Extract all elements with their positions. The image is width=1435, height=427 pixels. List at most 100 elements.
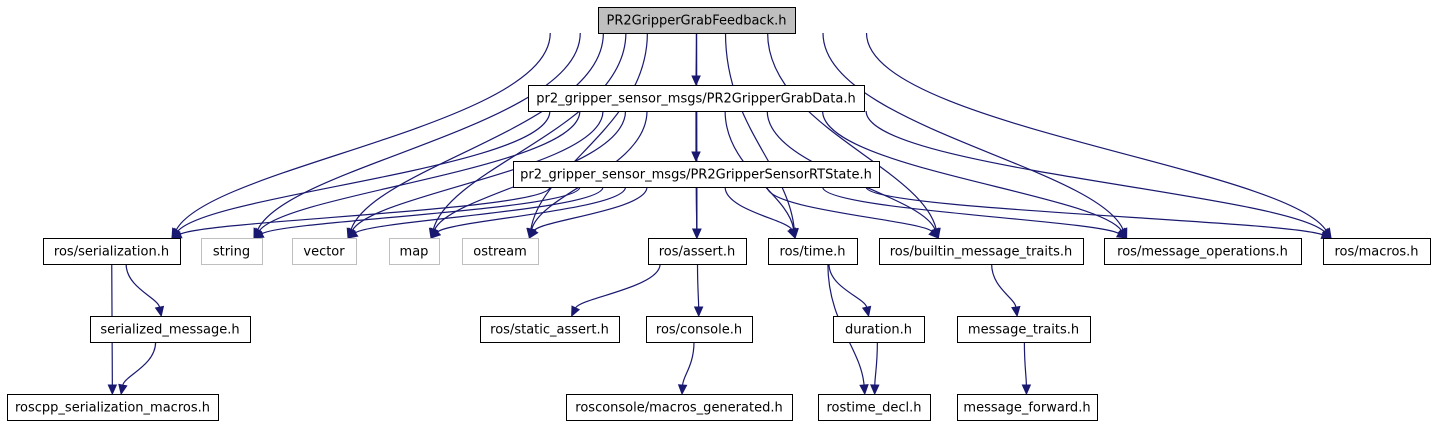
node-label-macrosgen: rosconsole/macros_generated.h xyxy=(575,401,782,416)
node-box-map xyxy=(389,238,440,265)
arrowhead-assert-to-staticassert xyxy=(571,305,581,318)
node-grabdata[interactable]: pr2_gripper_sensor_msgs/PR2GripperGrabDa… xyxy=(528,85,865,112)
node-serialization[interactable]: ros/serialization.h xyxy=(43,238,181,265)
edge-root-to-vector xyxy=(350,32,604,230)
node-roscppmacros[interactable]: roscpp_serialization_macros.h xyxy=(7,394,219,421)
edge-root-to-time xyxy=(724,32,795,230)
edge-rtstate-to-serialization xyxy=(179,186,551,235)
edge-root-to-map xyxy=(432,32,627,230)
node-box-sermsg xyxy=(90,316,251,343)
node-msgtraits[interactable]: message_traits.h xyxy=(957,316,1091,343)
node-label-rostimedecl: rostime_decl.h xyxy=(826,401,921,416)
node-box-assert xyxy=(648,238,747,265)
node-rostimedecl[interactable]: rostime_decl.h xyxy=(818,394,931,421)
node-box-msgtraits xyxy=(957,316,1091,343)
edge-rtstate-to-ostream xyxy=(533,186,648,231)
edge-grabdata-to-msgops xyxy=(822,110,1122,231)
edge-grabdata-to-vector xyxy=(351,110,604,231)
node-box-root xyxy=(598,7,796,34)
node-box-vector xyxy=(292,238,357,265)
edge-root-to-ostream xyxy=(530,32,648,230)
node-ostream[interactable]: ostream xyxy=(462,238,539,265)
node-label-msgops: ros/message_operations.h xyxy=(1117,245,1288,260)
edge-assert-to-staticassert xyxy=(575,263,661,309)
node-label-ostream: ostream xyxy=(473,245,527,260)
edge-serialization-to-sermsg xyxy=(125,263,161,308)
edge-rtstate-to-vector xyxy=(355,186,604,234)
edge-assert-to-console xyxy=(696,263,700,308)
node-label-assert: ros/assert.h xyxy=(659,245,736,260)
edge-rtstate-to-assert xyxy=(695,186,698,230)
edge-duration-to-rostimedecl xyxy=(874,341,878,386)
node-box-serialization xyxy=(43,238,181,265)
node-label-time: ros/time.h xyxy=(780,245,846,260)
node-string[interactable]: string xyxy=(201,238,263,265)
arrowhead-msgtraits-to-msgforward xyxy=(1021,384,1032,396)
nodes-layer: PR2GripperGrabFeedback.h pr2_gripper_sens… xyxy=(7,7,1431,421)
arrowhead-rtstate-to-serialization xyxy=(170,229,183,239)
node-label-roscppmacros: roscpp_serialization_macros.h xyxy=(15,401,210,416)
edge-rtstate-to-macros xyxy=(865,186,1323,236)
node-map[interactable]: map xyxy=(389,238,440,265)
node-label-string: string xyxy=(213,245,250,260)
node-label-msgtraits: message_traits.h xyxy=(968,323,1079,338)
edge-rtstate-to-time xyxy=(724,186,793,231)
node-box-macros xyxy=(1323,238,1431,265)
node-assert[interactable]: ros/assert.h xyxy=(648,238,747,265)
node-label-rtstate: pr2_gripper_sensor_msgs/PR2GripperSensor… xyxy=(520,168,872,183)
edge-console-to-macrosgen xyxy=(681,341,695,386)
node-box-macrosgen xyxy=(566,394,793,421)
node-label-staticassert: ros/static_assert.h xyxy=(490,323,609,338)
edge-time-to-duration xyxy=(828,263,868,308)
node-label-root: PR2GripperGrabFeedback.h xyxy=(607,14,787,29)
node-box-roscppmacros xyxy=(7,394,219,421)
edge-grabdata-to-serialization xyxy=(177,110,551,232)
arrowhead-root-to-grabdata xyxy=(691,75,701,87)
node-box-console xyxy=(646,316,753,343)
node-box-msgops xyxy=(1104,238,1302,265)
arrowhead-sermsg-to-roscppmacros xyxy=(118,383,128,396)
node-box-grabdata xyxy=(528,85,865,112)
edge-root-to-string xyxy=(257,32,581,231)
node-box-rtstate xyxy=(513,161,880,188)
node-time[interactable]: ros/time.h xyxy=(768,238,858,265)
node-msgops[interactable]: ros/message_operations.h xyxy=(1104,238,1302,265)
edge-sermsg-to-roscppmacros xyxy=(122,341,157,386)
node-duration[interactable]: duration.h xyxy=(833,316,925,343)
arrowhead-rtstate-to-vector xyxy=(346,228,359,239)
node-label-macros: ros/macros.h xyxy=(1334,245,1418,260)
node-console[interactable]: ros/console.h xyxy=(646,316,753,343)
edge-root-to-msgops xyxy=(822,32,1124,230)
node-sermsg[interactable]: serialized_message.h xyxy=(90,316,251,343)
arrowhead-rtstate-to-time xyxy=(787,227,797,240)
edge-grabdata-to-string xyxy=(258,110,581,232)
node-label-sermsg: serialized_message.h xyxy=(100,323,239,338)
node-rtstate[interactable]: pr2_gripper_sensor_msgs/PR2GripperSensor… xyxy=(513,161,880,188)
edge-rtstate-to-map xyxy=(437,186,627,233)
node-box-msgforward xyxy=(957,394,1098,421)
node-box-rostimedecl xyxy=(818,394,931,421)
node-msgforward[interactable]: message_forward.h xyxy=(957,394,1098,421)
arrowhead-rtstate-to-map xyxy=(430,228,442,239)
arrowhead-console-to-macrosgen xyxy=(677,384,688,396)
edge-rtstate-to-msgops xyxy=(822,186,1120,234)
node-label-duration: duration.h xyxy=(845,323,912,338)
arrowhead-rtstate-to-string xyxy=(252,229,265,239)
node-box-ostream xyxy=(462,238,539,265)
node-macros[interactable]: ros/macros.h xyxy=(1323,238,1431,265)
node-macrosgen[interactable]: rosconsole/macros_generated.h xyxy=(566,394,793,421)
node-box-time xyxy=(768,238,858,265)
node-label-serialization: ros/serialization.h xyxy=(54,245,169,260)
node-label-msgforward: message_forward.h xyxy=(963,401,1090,416)
node-label-console: ros/console.h xyxy=(656,323,742,338)
node-label-grabdata: pr2_gripper_sensor_msgs/PR2GripperGrabDa… xyxy=(536,92,855,107)
node-bmt[interactable]: ros/builtin_message_traits.h xyxy=(879,238,1084,265)
node-label-vector: vector xyxy=(303,245,345,260)
node-root[interactable]: PR2GripperGrabFeedback.h xyxy=(598,7,796,34)
node-staticassert[interactable]: ros/static_assert.h xyxy=(480,316,620,343)
node-box-staticassert xyxy=(480,316,620,343)
node-vector[interactable]: vector xyxy=(292,238,357,265)
edge-root-to-macros xyxy=(865,32,1327,231)
node-label-map: map xyxy=(400,245,429,260)
edge-grabdata-to-macros xyxy=(865,110,1325,233)
